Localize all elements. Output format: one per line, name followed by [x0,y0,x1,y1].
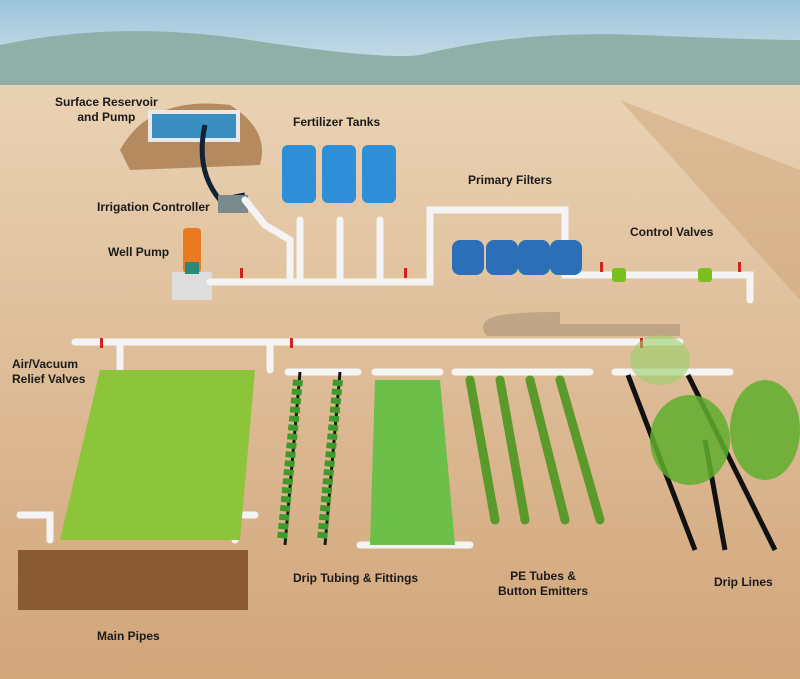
surface-reservoir [120,103,262,203]
pe-tubes-label-line2: Button Emitters [498,584,588,598]
control-valves-label: Control Valves [630,225,714,239]
pe-tube-rows [465,375,605,525]
irrigation-controller-label: Irrigation Controller [97,200,210,214]
relief-valves-label-line1: Air/Vacuum [12,357,79,371]
drip-line-rows [625,335,800,552]
primary-filters-label: Primary Filters [468,173,553,187]
well-pump-label: Well Pump [108,245,170,259]
underground-pipe [482,312,680,336]
reservoir-label-line1: Surface Reservoir [55,95,158,109]
pe-tubes-label-line1: PE Tubes & [510,569,576,583]
corn-field [60,370,255,540]
control-valves [612,268,712,282]
main-pipes-label: Main Pipes [97,629,160,643]
drip-tubing-label: Drip Tubing & Fittings [293,571,419,585]
pe-tubes-label: PE Tubes & Button Emitters [498,569,588,599]
field-shading [620,100,800,300]
drip-lines-label: Drip Lines [714,575,773,589]
soil-cutaway [18,550,248,610]
primary-filters [452,240,582,275]
fertilizer-tanks-label: Fertilizer Tanks [293,115,381,129]
drip-tubing-rows [277,371,455,546]
mountains [0,31,800,95]
reservoir-label: Surface Reservoir and Pump [55,95,158,125]
fertilizer-tanks [282,145,396,203]
well-pump [172,228,212,300]
irrigation-controller [218,195,248,213]
reservoir-label-line2: and Pump [77,110,136,124]
relief-valves-label-line2: Relief Valves [12,372,86,386]
relief-valves-label: Air/Vacuum Relief Valves [12,357,85,387]
